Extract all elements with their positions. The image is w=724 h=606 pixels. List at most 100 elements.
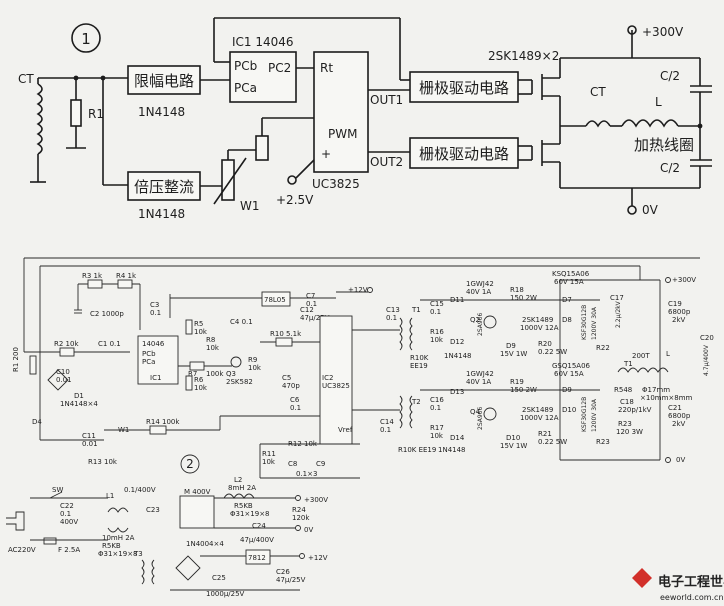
switch-label: SW xyxy=(52,486,63,494)
ks1-label: KSQ15A06 xyxy=(552,270,590,278)
ct-right-symbol xyxy=(585,120,611,128)
c13-label: C13 xyxy=(386,306,400,314)
c5-value: 470p xyxy=(282,382,300,390)
r23-label: R23 xyxy=(618,420,632,428)
ref-voltage: +2.5V xyxy=(276,193,314,207)
ref-terminal xyxy=(287,175,297,185)
r24-label: R24 xyxy=(292,506,306,514)
r18-label: R18 xyxy=(510,286,524,294)
ic1-block xyxy=(229,51,297,103)
l2-value: 8mH 2A xyxy=(228,484,256,492)
c25-label: C25 xyxy=(212,574,226,582)
r20-label: R20 xyxy=(538,340,552,348)
c9-label: C9 xyxy=(316,460,325,468)
c26-value: 47μ/25V xyxy=(276,576,306,584)
l-label: L xyxy=(655,95,662,109)
fuse-label: F 2.5A xyxy=(58,546,80,554)
n4148-lower: 1N4148 xyxy=(438,446,466,454)
gw1-label: 1GWJ42 xyxy=(466,280,494,288)
doubler-label: 倍压整流 xyxy=(134,178,194,196)
r10-label: R10 5.1k xyxy=(270,330,302,338)
v12-out-terminal xyxy=(299,553,305,559)
c13-value: 0.1 xyxy=(386,314,397,322)
l1-inductor-top xyxy=(107,507,129,513)
c18-label: C18 xyxy=(620,398,634,406)
c12-value: 47μ/25V xyxy=(300,314,330,322)
block-diagram: 1 CT R1 限幅电路 1N4148 IC1 14046 PCb PCa PC… xyxy=(18,17,712,221)
turns-label: 200T xyxy=(632,352,650,360)
c10-value: 0.01 xyxy=(56,376,72,384)
u-7812-label: 7812 xyxy=(248,554,266,562)
gw2-label: 1GWJ42 xyxy=(466,370,494,378)
v0-label: 0V xyxy=(642,203,659,217)
r11-value: 10k xyxy=(262,458,276,466)
r11-label: R11 xyxy=(262,450,276,458)
c6-value: 0.1 xyxy=(290,404,301,412)
v300-terminal-2 xyxy=(665,277,671,283)
ic1-pc2: PC2 xyxy=(268,61,291,75)
c24-value: 47μ/400V xyxy=(240,536,274,544)
l2-inductor xyxy=(223,493,255,499)
feedback-resistor xyxy=(255,135,269,161)
c22-value: 0.1 xyxy=(60,510,71,518)
r14-label: R14 100k xyxy=(146,418,180,426)
ic2-chip xyxy=(319,315,353,445)
t1-output-label: T1 xyxy=(623,360,633,368)
gate-driver-1 xyxy=(409,71,519,103)
uc-out1: OUT1 xyxy=(370,93,403,107)
c7-label: C7 xyxy=(306,292,315,300)
d10-lower-value: 15V 1W xyxy=(500,442,527,450)
ct-right-label: CT xyxy=(590,85,606,99)
l1-label: L1 xyxy=(106,492,114,500)
t1-r10k: R10K xyxy=(410,354,429,362)
c21-rating: 2kV xyxy=(672,420,686,428)
r21-label: R21 xyxy=(538,430,552,438)
r2-label: R2 10k xyxy=(54,340,79,348)
ic1-pcb-pin: PCb xyxy=(142,350,156,358)
mosfet-2-symbol xyxy=(531,126,561,188)
v300-label-2: +300V xyxy=(672,276,696,284)
c16-value: 0.1 xyxy=(430,404,441,412)
ks2-value: 60V 15A xyxy=(554,370,584,378)
r19-label: R19 xyxy=(510,378,524,386)
diode-bridge xyxy=(47,369,69,391)
t2-primary xyxy=(399,395,403,429)
r3-label: R3 1k xyxy=(82,272,103,280)
r22-label: R22 xyxy=(596,344,610,352)
r17-value: 10k xyxy=(430,432,444,440)
watermark-url: eeworld.com.cn xyxy=(660,593,724,602)
ic1-title: IC1 14046 xyxy=(232,35,294,49)
uc-pwm: PWM xyxy=(328,127,357,141)
doubler-diode: 1N4148 xyxy=(138,207,185,221)
k2-label: 2SK1489 xyxy=(522,406,553,414)
ic2-label: IC2 xyxy=(322,374,333,382)
c23-label: C23 xyxy=(146,506,160,514)
k1-value: 1000V 12A xyxy=(520,324,559,332)
q2-part: 2SA966 xyxy=(477,313,484,336)
uc-out2: OUT2 xyxy=(370,155,403,169)
c8-label: C8 xyxy=(288,460,297,468)
r16-value: 10k xyxy=(430,336,444,344)
gate-driver-2 xyxy=(409,137,519,169)
r8-value: 10k xyxy=(206,344,220,352)
ks2-label: GSQ15A06 xyxy=(552,362,591,370)
r3-resistor xyxy=(87,279,103,289)
c18-value: 220p/1kV xyxy=(618,406,652,414)
coil-dim2: ×10mm×8mm xyxy=(640,394,693,402)
c25-value: 1000μ/25V xyxy=(206,590,245,598)
d10-lower-label: D10 xyxy=(506,434,520,442)
l1-core-dim: Φ31×19×8 xyxy=(98,550,138,558)
r1-resistor xyxy=(70,99,82,127)
uc3825-block xyxy=(313,51,369,173)
r12-label: R12 10k xyxy=(288,440,318,448)
u-7812 xyxy=(245,549,271,565)
w1-label: W1 xyxy=(240,199,260,213)
power-supply-schematic: SW C22 0.1 400V AC220V F 2.5A L1 10mH 2A… xyxy=(6,476,328,598)
limiter-label: 限幅电路 xyxy=(134,72,194,90)
k4-value: 1200V 30A xyxy=(591,398,598,432)
diodes-label: 1N4148×4 xyxy=(60,400,98,408)
r6-label: R6 xyxy=(194,376,204,384)
c15-label: C15 xyxy=(430,300,444,308)
